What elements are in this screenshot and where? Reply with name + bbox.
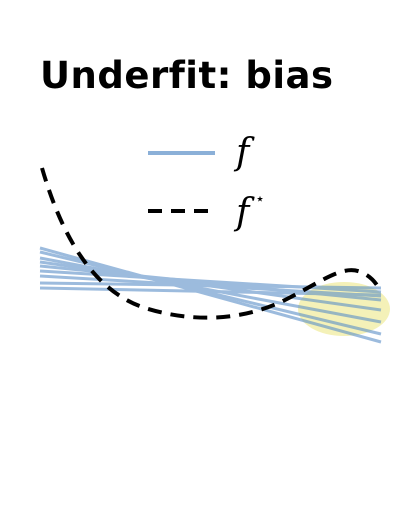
figure-title: Underfit: bias — [40, 54, 334, 97]
true-function-curve — [40, 167, 382, 320]
legend: f f ⋆ — [148, 132, 265, 233]
legend-target-label: f — [233, 192, 255, 233]
legend-model-label: f — [233, 132, 255, 173]
fit-line — [39, 246, 382, 344]
fit-line — [39, 286, 382, 297]
model-fits — [39, 246, 382, 344]
legend-target-superscript: ⋆ — [255, 189, 265, 208]
fit-line — [39, 281, 382, 290]
